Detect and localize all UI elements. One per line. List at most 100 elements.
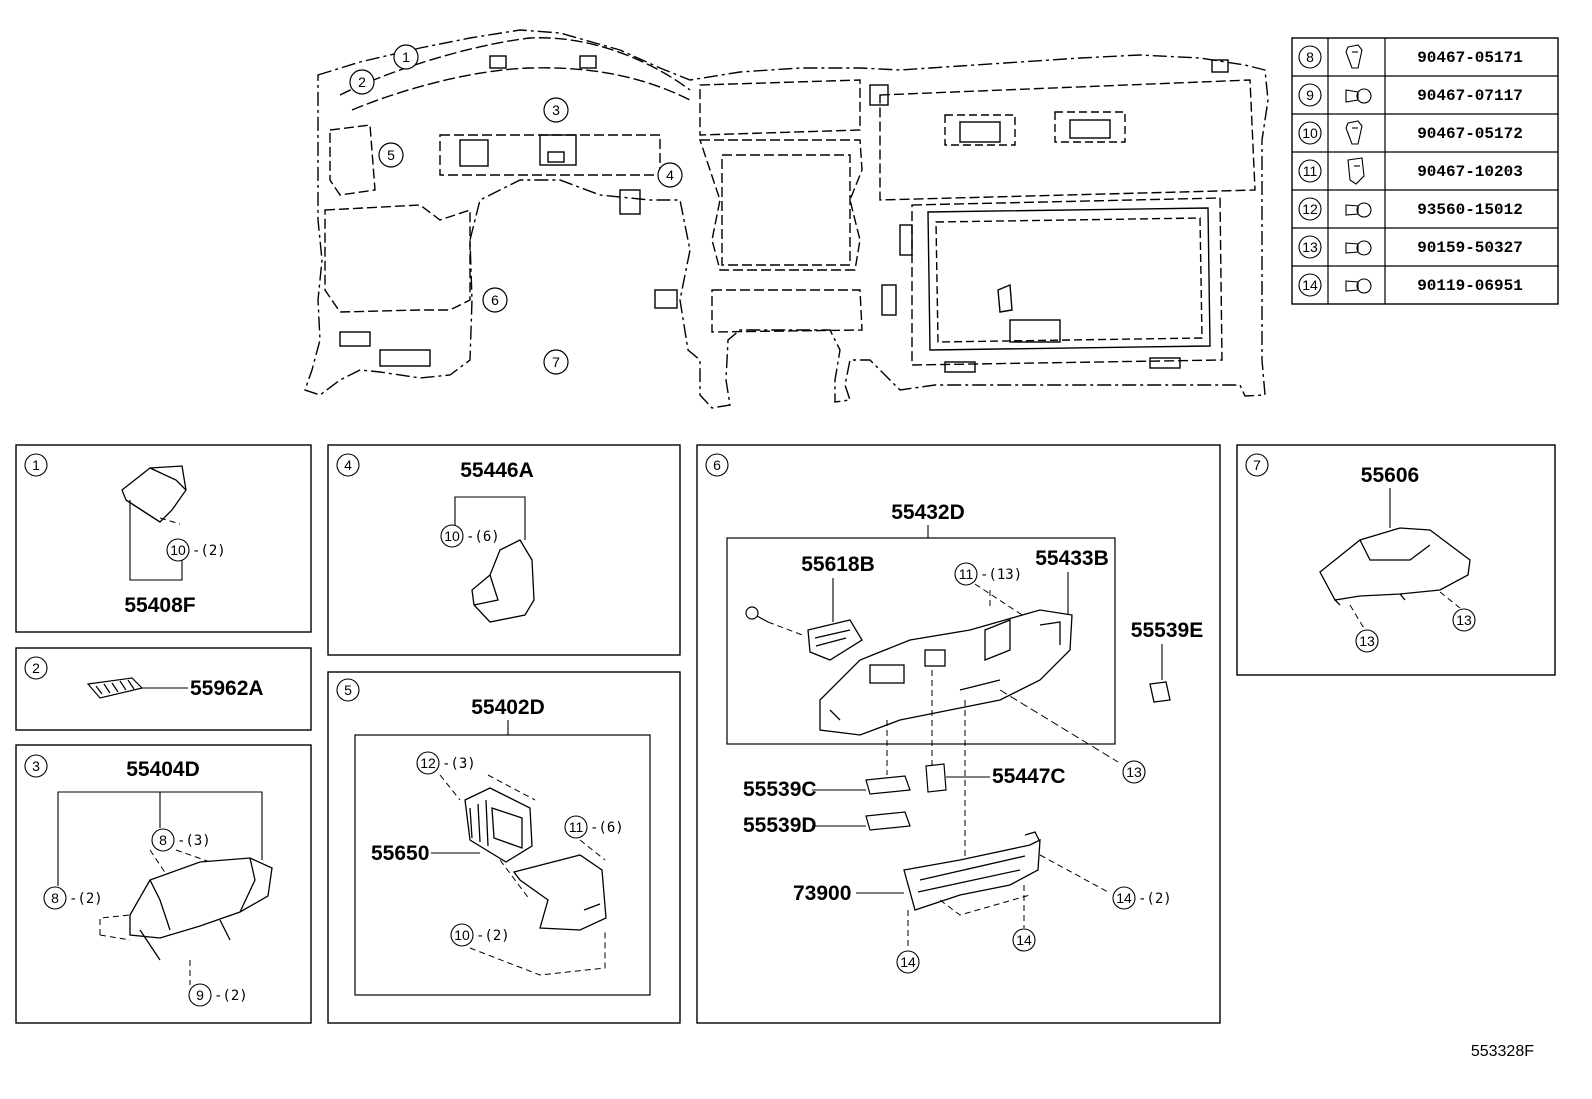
part-drawing (512, 854, 607, 931)
svg-text:12: 12 (1302, 201, 1318, 217)
svg-text:-(2): -(2) (1138, 891, 1172, 907)
svg-text:-(6): -(6) (590, 820, 624, 836)
panel-1: 1 10 -(2) 55408F (15, 444, 312, 633)
part-drawing (865, 775, 911, 795)
part-drawing (1319, 527, 1471, 606)
table-row: 9 90467-07117 (1298, 83, 1523, 107)
table-row: 10 90467-05172 (1298, 120, 1523, 145)
part-label: 55432D (891, 501, 965, 524)
svg-text:11: 11 (1303, 163, 1318, 179)
part-drawing (86, 677, 144, 699)
screw-icon (745, 606, 769, 623)
svg-text:2: 2 (358, 74, 366, 90)
bolt-icon (1345, 278, 1372, 294)
svg-text:10: 10 (1302, 125, 1318, 141)
overview-callout-6: 6 (482, 287, 508, 313)
part-label: 55539C (743, 778, 817, 801)
svg-text:14: 14 (1116, 890, 1132, 906)
part-label: 55404D (126, 758, 200, 781)
part-drawing (819, 609, 1073, 736)
part-label: 55539E (1131, 619, 1203, 642)
svg-text:10: 10 (444, 528, 460, 544)
svg-text:-(2): -(2) (192, 543, 226, 559)
part-label: 55402D (471, 696, 545, 719)
svg-text:90467-10203: 90467-10203 (1417, 163, 1523, 181)
fastener-table: 8 90467-05171 9 90467-07117 10 90467-051… (1291, 37, 1559, 305)
table-row: 13 90159-50327 (1298, 235, 1523, 259)
table-row: 11 90467-10203 (1298, 157, 1523, 185)
svg-text:-(6): -(6) (466, 529, 500, 545)
table-row: 14 90119-06951 (1298, 273, 1523, 297)
overview-callouts: 1 2 3 4 5 6 7 (349, 44, 683, 375)
svg-text:-(2): -(2) (69, 891, 103, 907)
svg-text:12: 12 (420, 755, 436, 771)
part-label: 55433B (1035, 547, 1109, 570)
svg-text:5: 5 (387, 147, 395, 163)
part-label: 55606 (1361, 464, 1419, 487)
svg-text:14: 14 (1302, 277, 1318, 293)
svg-text:8: 8 (159, 832, 167, 848)
svg-text:3: 3 (32, 758, 40, 774)
svg-text:13: 13 (1456, 612, 1472, 628)
svg-text:4: 4 (666, 167, 674, 183)
svg-text:11: 11 (569, 819, 584, 835)
part-label: 55446A (460, 459, 534, 482)
table-row: 12 93560-15012 (1298, 197, 1523, 221)
part-drawing (903, 831, 1041, 911)
svg-text:7: 7 (1253, 457, 1261, 473)
overview-callout-7: 7 (543, 349, 569, 375)
svg-text:90467-05171: 90467-05171 (1417, 49, 1523, 67)
svg-text:2: 2 (32, 660, 40, 676)
svg-text:4: 4 (344, 457, 352, 473)
clip-icon (1347, 157, 1365, 185)
svg-text:6: 6 (491, 292, 499, 308)
part-drawing (471, 539, 535, 623)
bolt-icon (1345, 202, 1372, 218)
svg-text:11: 11 (959, 566, 974, 582)
part-drawing (121, 465, 187, 523)
panel-5: 5 55402D 12 -(3) 55650 11 -(6) 10 -(2) (327, 671, 681, 1024)
svg-text:14: 14 (900, 954, 916, 970)
svg-text:-(3): -(3) (442, 756, 476, 772)
svg-text:1: 1 (402, 49, 410, 65)
svg-text:6: 6 (713, 457, 721, 473)
overview-callout-5: 5 (378, 142, 404, 168)
svg-text:3: 3 (552, 102, 560, 118)
svg-text:9: 9 (196, 987, 204, 1003)
panel-4: 4 55446A 10 -(6) (327, 444, 681, 656)
svg-text:90467-05172: 90467-05172 (1417, 125, 1523, 143)
figure-id: 553328F (1471, 1043, 1534, 1060)
svg-text:1: 1 (32, 457, 40, 473)
part-drawing (1149, 681, 1171, 703)
part-label: 55408F (124, 594, 195, 617)
svg-text:13: 13 (1302, 239, 1318, 255)
panel-3: 3 55404D 8 -(3) 8 -(2) 9 -(2) (15, 744, 312, 1024)
part-label: 55650 (371, 842, 429, 865)
svg-text:93560-15012: 93560-15012 (1417, 201, 1523, 219)
clip-icon (1345, 120, 1363, 145)
svg-text:10: 10 (170, 542, 186, 558)
svg-text:-(2): -(2) (476, 928, 510, 944)
svg-text:-(2): -(2) (214, 988, 248, 1004)
svg-text:-(3): -(3) (177, 833, 211, 849)
svg-text:8: 8 (51, 890, 59, 906)
part-drawing (925, 763, 947, 793)
overview-callout-4: 4 (657, 162, 683, 188)
part-label: 73900 (793, 882, 851, 905)
bolt-icon (1345, 240, 1372, 256)
svg-text:13: 13 (1359, 633, 1375, 649)
clip-icon (1345, 44, 1363, 69)
svg-text:14: 14 (1016, 932, 1032, 948)
screw-icon (1345, 88, 1372, 104)
part-drawing (464, 787, 533, 863)
svg-text:90159-50327: 90159-50327 (1417, 239, 1523, 257)
dashboard-overview (304, 29, 1269, 409)
part-drawing (807, 619, 863, 661)
part-label: 55447C (992, 765, 1066, 788)
svg-text:9: 9 (1306, 87, 1314, 103)
panel-6: 6 55432D 55618B 55433B 11 -(13) 55539E (696, 444, 1221, 1024)
svg-text:90119-06951: 90119-06951 (1417, 277, 1523, 295)
svg-text:13: 13 (1126, 764, 1142, 780)
part-drawing (865, 811, 911, 831)
table-row: 8 90467-05171 (1298, 44, 1523, 69)
